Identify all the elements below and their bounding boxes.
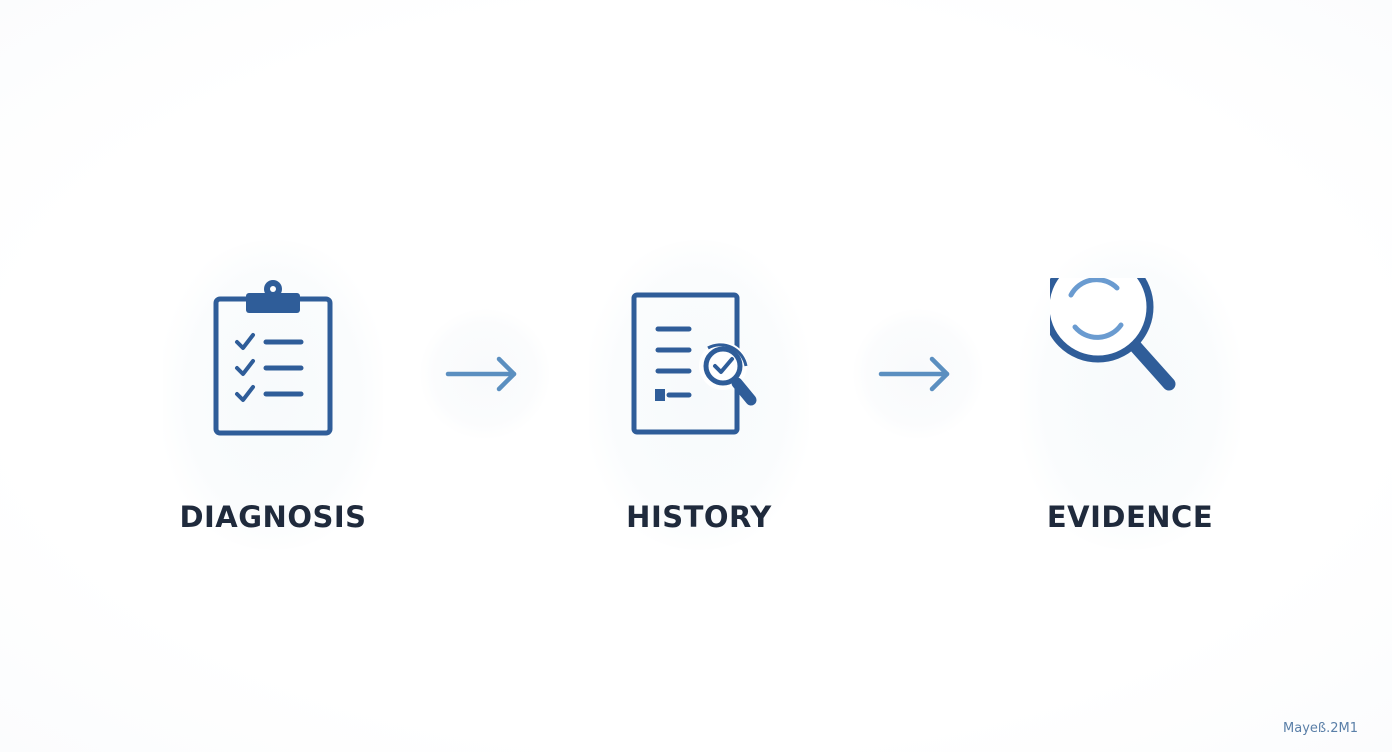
watermark-text: Mayeß.2M1 xyxy=(1283,721,1358,736)
connector-arrow-1 xyxy=(420,309,550,439)
arrow-right-icon xyxy=(878,356,950,392)
clipboard-checklist-icon xyxy=(193,278,353,438)
step-history: HISTORY xyxy=(579,240,819,560)
step-label-diagnosis: DIAGNOSIS xyxy=(179,500,367,534)
step-label-evidence: EVIDENCE xyxy=(1046,500,1214,534)
magnifying-glass-icon xyxy=(1050,278,1210,438)
step-diagnosis: DIAGNOSIS xyxy=(153,240,393,560)
step-evidence: EVIDENCE xyxy=(1010,240,1250,560)
step-label-history: HISTORY xyxy=(626,500,772,534)
arrow-right-icon xyxy=(445,356,517,392)
document-magnifier-icon xyxy=(619,278,779,438)
connector-arrow-2 xyxy=(853,309,983,439)
step-halo xyxy=(589,240,809,550)
